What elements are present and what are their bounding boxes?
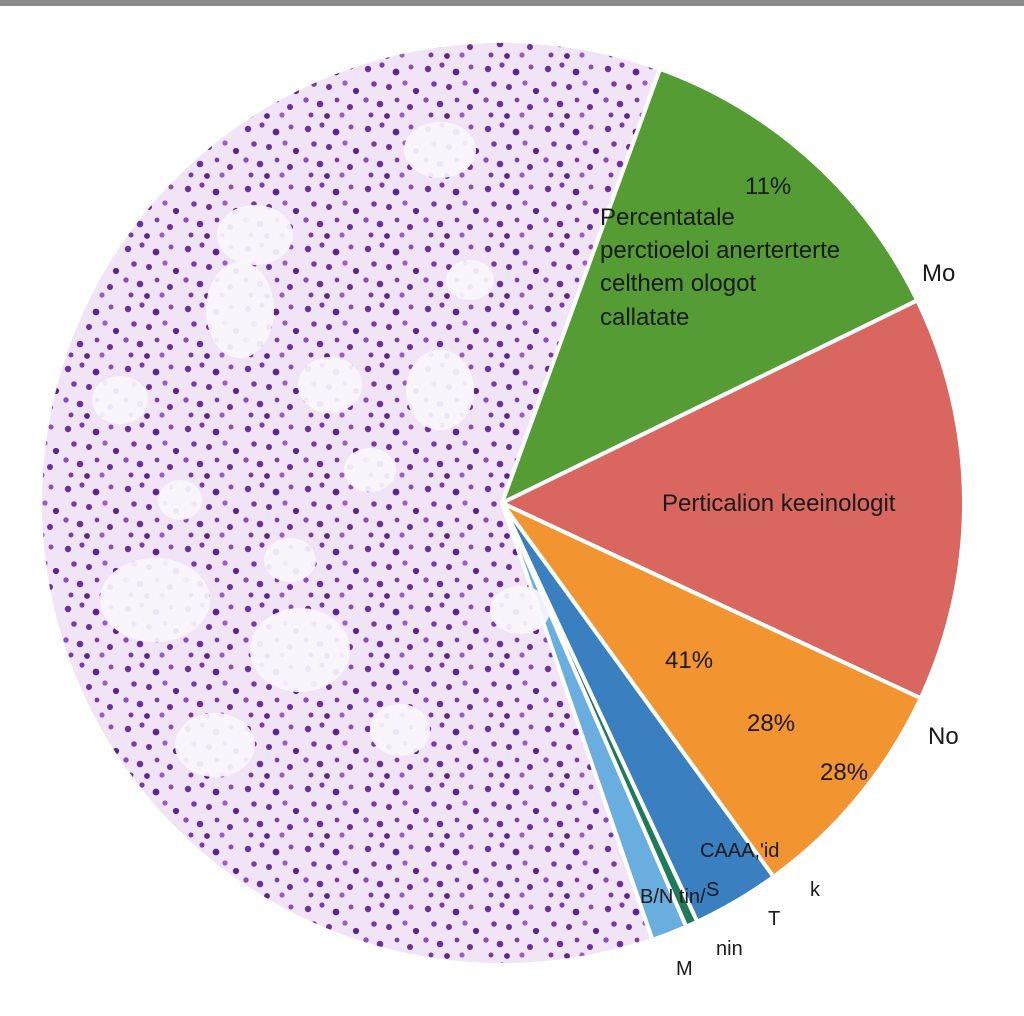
window-top-bar (0, 0, 1024, 6)
outer-label-mo: Mo (922, 260, 955, 287)
pie-slice-1 (498, 66, 920, 507)
outer-label-bnn: B/N tin/ (640, 886, 706, 908)
outer-label-s: S (706, 879, 719, 901)
green-slice-label-line-3: celthem ologot (600, 270, 756, 297)
tissue-gland-2 (298, 357, 362, 413)
green-slice-label-line-1: Percentatale (600, 204, 735, 231)
green-slice-percent: 11% (745, 173, 791, 200)
orange-slice-percent-3: 28% (820, 759, 868, 786)
outer-label-m: M (676, 958, 693, 980)
tissue-gland-11 (490, 586, 550, 634)
tissue-gland-12 (370, 704, 430, 756)
red-slice-label: Perticalion keeinologit (662, 490, 896, 517)
tissue-gland-1 (217, 205, 293, 265)
outer-label-k: k (810, 879, 821, 901)
pie-slice-2 (497, 297, 966, 701)
tissue-gland-5 (250, 608, 350, 692)
tissue-gland-14 (158, 480, 202, 520)
orange-slice-percent-2: 28% (747, 710, 795, 737)
outer-label-nin: nin (716, 938, 743, 960)
green-slice-label-line-2: perctioeloi anerterterte (600, 237, 840, 264)
green-slice-label-line-4: callatate (600, 304, 689, 331)
tissue-gland-9 (344, 448, 396, 492)
orange-slice-percent-1: 41% (665, 647, 713, 674)
tissue-gland-13 (264, 538, 316, 582)
tissue-gland-8 (92, 376, 148, 424)
tissue-gland-10 (206, 262, 274, 358)
tissue-gland-7 (404, 122, 476, 178)
outer-label-caaa: CAAA,'id (700, 840, 779, 862)
tissue-gland-4 (100, 558, 210, 642)
tissue-gland-15 (446, 260, 494, 300)
pie-slice-3 (495, 497, 924, 880)
outer-label-no: No (928, 723, 959, 750)
outer-label-t: T (768, 908, 780, 930)
tissue-gland-3 (406, 350, 474, 430)
tissue-texture (92, 122, 550, 777)
tissue-gland-6 (175, 713, 255, 777)
